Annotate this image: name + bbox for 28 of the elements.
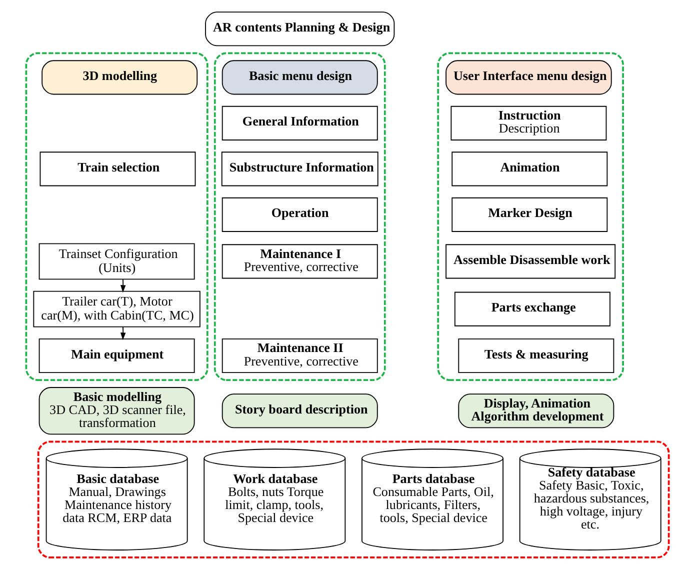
node-box: Basic menu design bbox=[222, 60, 378, 95]
cluster bbox=[37, 440, 670, 558]
node-box: Parts exchange bbox=[454, 292, 610, 326]
node-box: Basic modelling 3D CAD, 3D scanner file, transformation bbox=[38, 387, 195, 435]
node-box: General Information bbox=[222, 106, 378, 140]
node-box: Tests & measuring bbox=[458, 338, 614, 374]
cluster bbox=[214, 52, 386, 381]
cluster bbox=[437, 52, 624, 381]
node-box: Display, Animation Algorithm development bbox=[458, 394, 614, 428]
node-box: Main equipment bbox=[38, 338, 195, 374]
arrow bbox=[120, 326, 126, 340]
node-box: User Interface menu design bbox=[446, 60, 612, 95]
arrow bbox=[120, 278, 126, 293]
node-box: Marker Design bbox=[452, 197, 608, 232]
node-box: Maintenance I Preventive, corrective bbox=[222, 244, 378, 279]
node-box: Substructure Information bbox=[221, 152, 378, 186]
node-box: Trainset Configuration (Units) bbox=[38, 243, 195, 280]
node-box: Maintenance II Preventive, corrective bbox=[222, 338, 378, 374]
node-box: Animation bbox=[452, 152, 608, 186]
node-box: Train selection bbox=[40, 152, 196, 186]
cluster bbox=[25, 52, 208, 381]
node-box: Trailer car(T), Motor car(M), with Cabin(TC, MC) bbox=[33, 290, 200, 328]
node-box: AR contents Planning & Design bbox=[205, 12, 395, 46]
node-box: Instruction Description bbox=[450, 106, 607, 140]
node-box: 3D modelling bbox=[42, 60, 198, 95]
node-box: Operation bbox=[222, 197, 378, 232]
node-box: Story board description bbox=[222, 394, 378, 428]
node-box: Assemble Disassemble work bbox=[446, 244, 616, 279]
